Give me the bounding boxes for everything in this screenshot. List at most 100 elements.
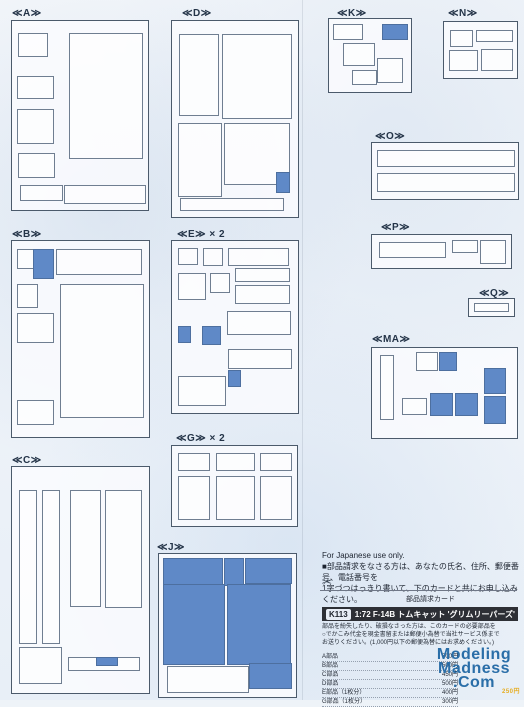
price-item: A部品: [322, 654, 339, 660]
part-k-3: [352, 70, 377, 85]
part-g-6: [260, 476, 292, 520]
part-j-blue-1: [163, 558, 223, 586]
part-b-fuselage: [60, 284, 144, 418]
part-ma-3: [402, 398, 427, 415]
price-value: 400円: [441, 690, 458, 696]
parts-order-line-1: 部品を紛失したり、破損なさった方は、このカードの必要部品を: [322, 624, 496, 630]
background-divider: [302, 0, 303, 700]
order-instruction-line-2: 1字づつはっきり書いて、下のカードと共にお申し込みください。: [322, 584, 518, 604]
sprue-g: [171, 445, 298, 527]
price-row: A部品 500円: [322, 653, 458, 662]
part-k-1: [333, 24, 363, 40]
part-c-3: [70, 490, 101, 607]
part-b-top: [56, 249, 142, 275]
part-b-3: [17, 313, 54, 343]
sprue-q: [468, 298, 515, 317]
part-n-4: [481, 49, 513, 71]
part-ma-blue-2: [484, 368, 506, 394]
price-row: B部品 500円: [322, 662, 458, 671]
price-row: E部品（1枚分）400円: [322, 689, 458, 698]
part-e-10: [178, 376, 226, 406]
part-p-2: [452, 240, 478, 253]
part-p-3: [480, 240, 506, 264]
part-j-bottom: [167, 666, 249, 693]
part-n-3: [449, 50, 478, 71]
part-a-fuselage: [69, 33, 143, 159]
part-d-blue: [276, 172, 290, 193]
sprue-j: [158, 553, 297, 698]
part-q-1: [474, 303, 509, 312]
parts-card-title: 部品請求カード: [406, 596, 455, 603]
order-instruction-line-1: ■部品請求をなさる方は、あなたの氏名、住所、郵便番号、電話番号を: [322, 562, 519, 582]
part-n-2: [476, 30, 513, 42]
sprue-k: [328, 18, 412, 93]
part-b-4: [17, 400, 54, 425]
section-g-title: ≪G≫ × 2: [176, 433, 226, 444]
price-row: G部品（1枚分） 300円: [322, 698, 458, 707]
part-e-9: [228, 349, 292, 369]
part-ma-blue-1: [439, 352, 457, 371]
part-ma-2: [416, 352, 438, 371]
model-banner: K113 1:72 F-14B トムキャット 'グリムリーパーズ': [322, 607, 518, 621]
part-o-1: [377, 150, 515, 167]
price-value: 500円: [441, 654, 458, 660]
part-a-1: [18, 33, 48, 57]
part-j-blue-3: [245, 558, 292, 584]
section-ma-title: ≪MA≫: [372, 334, 411, 345]
section-d-title: ≪D≫: [182, 8, 212, 19]
japanese-use-only-text: For Japanese use only.: [322, 551, 405, 560]
sprue-o: [371, 142, 519, 200]
part-e-blue-1: [178, 326, 191, 343]
price-row: C部品 450円: [322, 671, 458, 680]
section-n-title: ≪N≫: [448, 8, 478, 19]
part-g-3: [260, 453, 292, 471]
part-o-2: [377, 173, 515, 192]
part-e-4: [178, 273, 206, 300]
price-value: 450円: [441, 672, 458, 678]
part-ma-1: [380, 355, 394, 420]
section-j-title: ≪J≫: [157, 542, 185, 553]
price-value: 500円: [441, 681, 458, 687]
cut-line: [320, 590, 517, 591]
section-b-title: ≪B≫: [12, 229, 42, 240]
part-e-7: [235, 285, 290, 304]
part-e-1: [178, 248, 198, 265]
price-value: 500円: [441, 663, 458, 669]
watermark-line-1: Modeling: [436, 646, 512, 663]
part-ma-blue-5: [484, 396, 506, 424]
price-value: 300円: [441, 699, 458, 705]
parts-order-line-2: ○でかこみ代金を現金書留または郵便小為替で当社サービス係まで: [322, 632, 500, 638]
price-item: D部品: [322, 681, 339, 687]
sprue-e: [171, 240, 299, 414]
parts-order-body: 部品を紛失したり、破損なさった方は、このカードの必要部品を ○でかこみ代金を現金…: [322, 623, 518, 647]
section-k-title: ≪K≫: [337, 8, 367, 19]
part-e-2: [203, 248, 223, 266]
sprue-a: [11, 20, 149, 211]
section-e-title: ≪E≫ × 2: [177, 229, 226, 240]
part-e-8: [227, 311, 291, 335]
part-p-1: [379, 242, 446, 258]
part-c-2: [42, 490, 60, 644]
part-d-2: [222, 34, 292, 119]
part-g-5: [216, 476, 255, 520]
model-name: 1:72 F-14B トムキャット 'グリムリーパーズ': [354, 609, 515, 619]
part-n-1: [450, 30, 473, 47]
part-k-2: [343, 43, 375, 66]
price-item: G部品（1枚分）: [322, 699, 367, 705]
price-item: B部品: [322, 663, 339, 669]
section-c-title: ≪C≫: [12, 455, 42, 466]
part-d-1: [179, 34, 219, 116]
part-ma-blue-4: [455, 393, 478, 416]
watermark-line-3: .Com: [453, 674, 495, 691]
price-item: C部品: [322, 672, 339, 678]
section-q-title: ≪Q≫: [479, 288, 510, 299]
part-c-1: [19, 490, 37, 644]
part-a-3: [17, 109, 54, 144]
parts-order-line-3: お送りください。(1,000円以下の郵便為替にはお求めください。): [322, 640, 495, 646]
part-j-blue-2: [224, 558, 244, 586]
scissors-icon: ✂: [322, 575, 333, 589]
sprue-n: [443, 21, 518, 79]
sprue-c: [11, 466, 150, 694]
part-a-4: [18, 153, 55, 178]
